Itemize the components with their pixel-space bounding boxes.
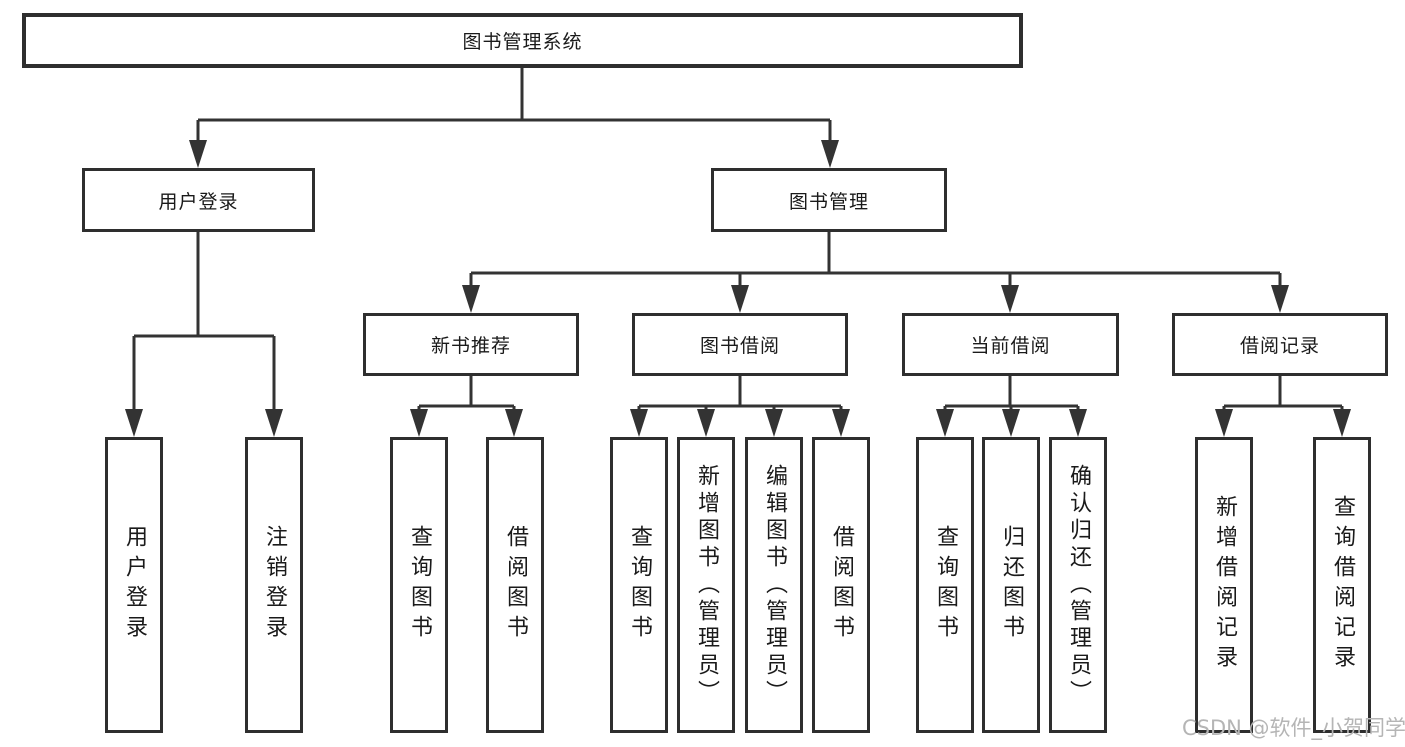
node-current-borrow-label: 当前借阅 xyxy=(970,335,1051,357)
node-root: 图书管理系统 xyxy=(22,13,1023,68)
leaf-borrow-books-1: 借阅图书 xyxy=(486,437,544,733)
leaf-edit-books-admin-label: 编辑图书（管理员） xyxy=(762,463,787,707)
leaf-query-books-1-label: 查询图书 xyxy=(407,525,432,645)
node-book-management: 图书管理 xyxy=(711,168,947,232)
leaf-confirm-return-admin-label: 确认归还（管理员） xyxy=(1066,463,1091,707)
leaf-query-borrow-record-label: 查询借阅记录 xyxy=(1330,495,1355,675)
leaf-edit-books-admin: 编辑图书（管理员） xyxy=(745,437,803,733)
leaf-query-books-3: 查询图书 xyxy=(916,437,974,733)
leaf-add-books-admin: 新增图书（管理员） xyxy=(677,437,735,733)
node-new-book-recommend-label: 新书推荐 xyxy=(430,335,511,357)
leaf-user-login: 用户登录 xyxy=(105,437,163,733)
leaf-add-borrow-record: 新增借阅记录 xyxy=(1195,437,1253,733)
leaf-add-books-admin-label: 新增图书（管理员） xyxy=(694,463,719,707)
node-user-login-label: 用户登录 xyxy=(158,190,239,213)
leaf-add-borrow-record-label: 新增借阅记录 xyxy=(1212,495,1237,675)
node-borrow-records-label: 借阅记录 xyxy=(1239,335,1320,357)
node-new-book-recommend: 新书推荐 xyxy=(363,313,579,376)
leaf-query-borrow-record: 查询借阅记录 xyxy=(1313,437,1371,733)
leaf-confirm-return-admin: 确认归还（管理员） xyxy=(1049,437,1107,733)
node-current-borrow: 当前借阅 xyxy=(902,313,1119,376)
leaf-query-books-1: 查询图书 xyxy=(390,437,448,733)
node-book-borrow-label: 图书借阅 xyxy=(699,335,780,357)
leaf-user-login-label: 用户登录 xyxy=(122,525,147,645)
leaf-query-books-2-label: 查询图书 xyxy=(627,525,652,645)
node-user-login: 用户登录 xyxy=(82,168,315,232)
node-root-label: 图书管理系统 xyxy=(462,31,583,53)
node-book-management-label: 图书管理 xyxy=(788,190,869,213)
leaf-borrow-books-2-label: 借阅图书 xyxy=(829,525,854,645)
leaf-borrow-books-1-label: 借阅图书 xyxy=(503,525,528,645)
node-book-borrow: 图书借阅 xyxy=(632,313,848,376)
leaf-return-books-label: 归还图书 xyxy=(999,525,1024,645)
leaf-logout: 注销登录 xyxy=(245,437,303,733)
leaf-query-books-3-label: 查询图书 xyxy=(933,525,958,645)
leaf-return-books: 归还图书 xyxy=(982,437,1040,733)
leaf-logout-label: 注销登录 xyxy=(262,525,287,645)
leaf-borrow-books-2: 借阅图书 xyxy=(812,437,870,733)
leaf-query-books-2: 查询图书 xyxy=(610,437,668,733)
node-borrow-records: 借阅记录 xyxy=(1172,313,1388,376)
watermark: CSDN @软件_小贺同学 xyxy=(1182,716,1405,740)
